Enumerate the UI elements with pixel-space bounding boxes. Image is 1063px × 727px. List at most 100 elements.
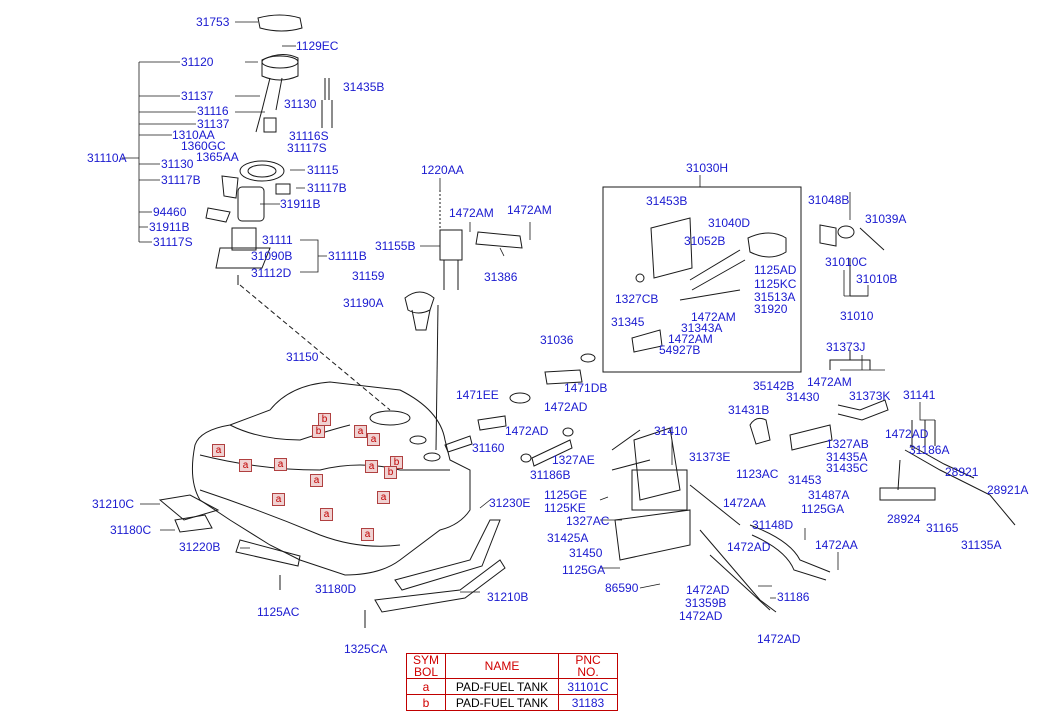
vapor-lines	[689, 350, 1016, 613]
part-label: 1472AM	[807, 375, 852, 389]
part-label: 1472AM	[507, 203, 552, 217]
part-label: 31117B	[161, 173, 201, 187]
part-label: 31430	[786, 390, 820, 404]
part-label: 31036	[540, 333, 574, 347]
part-label: 1125AD	[754, 263, 797, 277]
part-label: 31130	[284, 97, 317, 111]
part-label: 31453	[788, 473, 822, 487]
part-label: 31230E	[489, 496, 531, 510]
part-label: 1220AA	[421, 163, 464, 177]
part-label: 1472AD	[686, 583, 730, 597]
part-label: 1472AM	[668, 332, 713, 346]
part-label: 31435B	[343, 80, 385, 94]
part-label: 1472AD	[885, 427, 929, 441]
legend-name: PAD-FUEL TANK	[445, 694, 559, 711]
part-label: 31048B	[808, 193, 850, 207]
part-label: 31148D	[752, 518, 794, 532]
part-label: 1129EC	[296, 39, 339, 53]
part-label: 94460	[153, 205, 187, 219]
vent-hoses	[444, 353, 596, 467]
part-label: 1360GC	[181, 139, 226, 153]
part-label: 31186B	[530, 468, 571, 482]
part-label: 31386	[484, 270, 518, 284]
part-label: 1325CA	[344, 642, 388, 656]
tank-straps	[158, 494, 506, 628]
part-label: 31425A	[547, 531, 589, 545]
part-label: 1472AD	[544, 400, 588, 414]
part-label: 1125GA	[562, 563, 606, 577]
part-label: 31137	[197, 117, 230, 131]
legend-row: a PAD-FUEL TANK 31101C	[406, 678, 618, 695]
part-label: 1327AE	[552, 453, 595, 467]
part-label: 31090B	[251, 249, 293, 263]
part-label: 1125KE	[544, 501, 586, 515]
part-label: 31210B	[487, 590, 529, 604]
part-label: 1327CB	[615, 292, 659, 306]
pad-marker: a	[272, 493, 285, 506]
part-label: 31359B	[685, 596, 727, 610]
part-label: 31039A	[865, 212, 907, 226]
legend-name: PAD-FUEL TANK	[445, 678, 559, 695]
part-label: 1472AA	[815, 538, 858, 552]
part-label: 1125AC	[257, 605, 300, 619]
part-label: 31180D	[315, 582, 357, 596]
part-label: 1125GA	[801, 502, 845, 516]
part-label: 31186A	[909, 443, 950, 457]
legend-header-symbol: SYM BOL	[406, 653, 446, 679]
part-label: 1472AD	[505, 424, 549, 438]
part-label: 31116	[197, 104, 229, 118]
part-label: 31010C	[825, 255, 868, 269]
part-label: 31210C	[92, 497, 135, 511]
part-label: 31190A	[343, 296, 384, 310]
part-label: 31410	[654, 424, 688, 438]
part-label: 1327AB	[826, 437, 869, 451]
pad-marker: a	[354, 425, 367, 438]
part-label: 31513A	[754, 290, 796, 304]
part-label: 28924	[887, 512, 921, 526]
part-label: 31450	[569, 546, 603, 560]
part-label: 31040D	[708, 216, 751, 230]
legend-header-row: SYM BOL NAME PNC NO.	[406, 653, 618, 679]
pad-marker: b	[312, 425, 325, 438]
part-label: 86590	[605, 581, 639, 595]
part-label: 31753	[196, 15, 230, 29]
pad-marker: a	[377, 491, 390, 504]
pad-marker: a	[320, 508, 333, 521]
legend-symbol: a	[406, 678, 446, 695]
part-label: 31373E	[689, 450, 731, 464]
part-label: 1123AC	[736, 467, 779, 481]
part-label: 31110A	[87, 151, 127, 165]
part-label: 31220B	[179, 540, 221, 554]
pad-marker: a	[361, 528, 374, 541]
part-label: 31435C	[826, 461, 869, 475]
pad-marker: a	[274, 458, 287, 471]
pad-marker: b	[318, 413, 331, 426]
leader-lines	[122, 21, 935, 599]
part-label: 31130	[161, 157, 194, 171]
part-label: 31141	[903, 388, 936, 402]
legend-pnc: 31183	[558, 694, 618, 711]
part-label: 31117S	[153, 235, 193, 249]
part-label: 31431B	[728, 403, 770, 417]
part-label: 31135A	[961, 538, 1002, 552]
part-label: 31120	[181, 55, 214, 69]
part-label: 1310AA	[172, 128, 215, 142]
part-label: 1472AA	[723, 496, 766, 510]
part-label: 31180C	[110, 523, 152, 537]
part-label: 31345	[611, 315, 645, 329]
part-label: 31159	[352, 269, 385, 283]
part-label: 1125KC	[754, 277, 797, 291]
part-label: 54927B	[659, 343, 701, 357]
pad-marker: a	[365, 460, 378, 473]
part-label: 31165	[926, 521, 959, 535]
part-label: 28921	[945, 465, 979, 479]
part-label: 31160	[472, 441, 505, 455]
part-label: 1125GE	[544, 488, 588, 502]
legend-symbol: b	[406, 694, 446, 711]
legend-table: SYM BOL NAME PNC NO. a PAD-FUEL TANK 311…	[406, 653, 618, 711]
part-label: 1472AM	[449, 206, 494, 220]
part-label: 1471DB	[564, 381, 608, 395]
part-label: 31186	[777, 590, 810, 604]
part-label: 1472AD	[679, 609, 723, 623]
